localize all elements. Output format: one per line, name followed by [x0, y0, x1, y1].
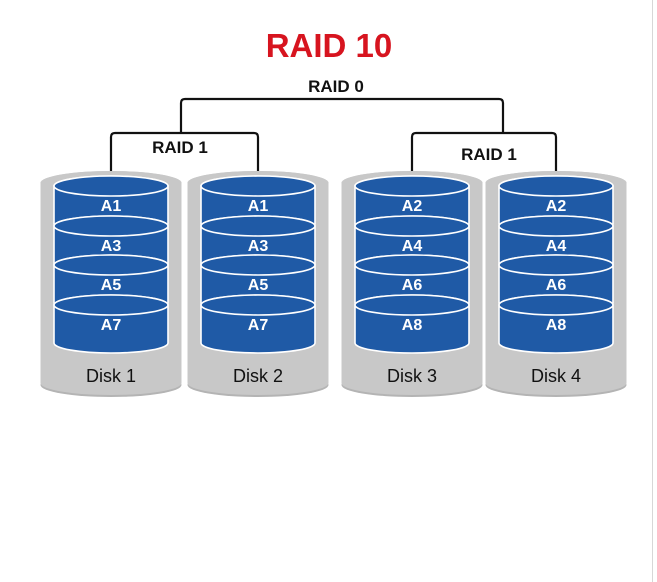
- block-label: A8: [546, 317, 567, 334]
- block-top: [498, 215, 614, 237]
- disk-block: A7: [53, 294, 169, 354]
- block-top: [498, 294, 614, 316]
- block-top: [200, 294, 316, 316]
- block-label: A3: [248, 238, 269, 255]
- disk-label: Disk 2: [233, 366, 283, 386]
- block-label: A1: [101, 198, 122, 215]
- diagram-title: RAID 10: [266, 27, 393, 64]
- frame-border: [652, 0, 653, 582]
- block-label: A7: [101, 317, 122, 334]
- block-top: [53, 254, 169, 276]
- block-top: [498, 175, 614, 197]
- block-label: A6: [402, 277, 423, 294]
- block-top: [53, 294, 169, 316]
- block-label: A8: [402, 317, 423, 334]
- block-top: [200, 215, 316, 237]
- block-label: A5: [101, 277, 122, 294]
- raid0-label: RAID 0: [308, 77, 364, 96]
- block-top: [498, 254, 614, 276]
- block-label: A2: [402, 198, 423, 215]
- block-label: A1: [248, 198, 269, 215]
- disk-label: Disk 4: [531, 366, 581, 386]
- block-label: A6: [546, 277, 567, 294]
- disk-label: Disk 1: [86, 366, 136, 386]
- block-top: [354, 294, 470, 316]
- disk-label: Disk 3: [387, 366, 437, 386]
- block-top: [354, 215, 470, 237]
- block-label: A3: [101, 238, 122, 255]
- raid1-right-connector: [410, 131, 558, 178]
- raid1-left-connector: [109, 131, 260, 178]
- block-top: [354, 254, 470, 276]
- block-top: [200, 175, 316, 197]
- disk-block: A7: [200, 294, 316, 354]
- block-label: A7: [248, 317, 269, 334]
- block-top: [53, 215, 169, 237]
- raid0-connector: [179, 97, 505, 132]
- disk-block: A8: [498, 294, 614, 354]
- block-label: A4: [402, 238, 423, 255]
- block-top: [354, 175, 470, 197]
- raid1-left-label: RAID 1: [152, 138, 208, 157]
- block-top: [200, 254, 316, 276]
- block-label: A5: [248, 277, 269, 294]
- block-top: [53, 175, 169, 197]
- raid1-right-label: RAID 1: [461, 145, 517, 164]
- block-label: A4: [546, 238, 567, 255]
- disk-block: A8: [354, 294, 470, 354]
- block-label: A2: [546, 198, 567, 215]
